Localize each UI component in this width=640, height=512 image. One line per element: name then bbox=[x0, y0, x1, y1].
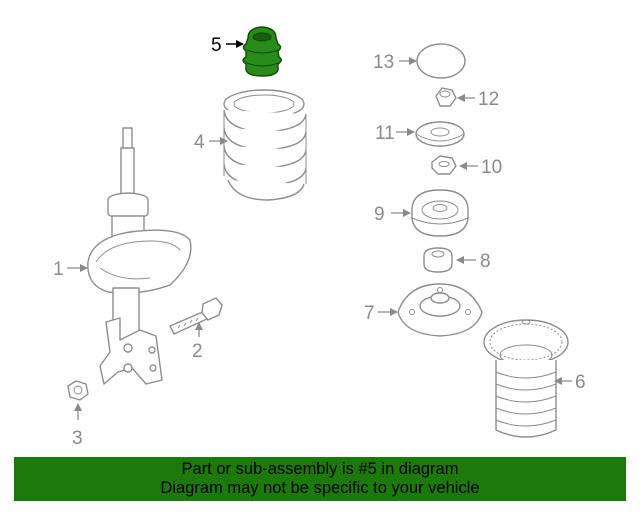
parts-diagram: 1 2 3 4 5 6 bbox=[53, 26, 586, 449]
part-13-cap[interactable] bbox=[416, 43, 466, 79]
banner-line-2: Diagram may not be specific to your vehi… bbox=[160, 479, 480, 497]
label-3: 3 bbox=[72, 428, 83, 449]
label-6: 6 bbox=[575, 372, 586, 393]
label-4: 4 bbox=[194, 132, 205, 153]
label-8: 8 bbox=[480, 251, 491, 272]
part-4-coil-spring[interactable] bbox=[223, 89, 307, 201]
label-12: 12 bbox=[478, 89, 499, 110]
part-10-nut[interactable] bbox=[431, 155, 457, 175]
part-11-washer[interactable] bbox=[415, 121, 465, 147]
part-2-bolt[interactable] bbox=[169, 297, 223, 335]
part-8-insulator[interactable] bbox=[423, 247, 453, 273]
info-banner: Part or sub-assembly is #5 in diagram Di… bbox=[14, 457, 626, 501]
part-7-mount-plate[interactable] bbox=[397, 283, 483, 337]
label-10: 10 bbox=[481, 157, 502, 178]
label-7: 7 bbox=[364, 303, 375, 324]
label-13: 13 bbox=[373, 52, 394, 73]
label-2: 2 bbox=[192, 341, 203, 362]
part-12-nut[interactable] bbox=[435, 87, 457, 107]
part-1-strut[interactable] bbox=[87, 127, 192, 385]
label-5: 5 bbox=[211, 35, 222, 56]
part-5-bump-stop[interactable] bbox=[242, 26, 282, 77]
label-11: 11 bbox=[375, 123, 395, 144]
label-1: 1 bbox=[53, 259, 64, 280]
banner-line-1: Part or sub-assembly is #5 in diagram bbox=[181, 460, 459, 478]
part-9-upper-mount[interactable] bbox=[411, 189, 469, 237]
part-6-dust-boot[interactable] bbox=[483, 319, 569, 438]
label-9: 9 bbox=[374, 204, 385, 225]
part-3-nut[interactable] bbox=[67, 380, 89, 401]
